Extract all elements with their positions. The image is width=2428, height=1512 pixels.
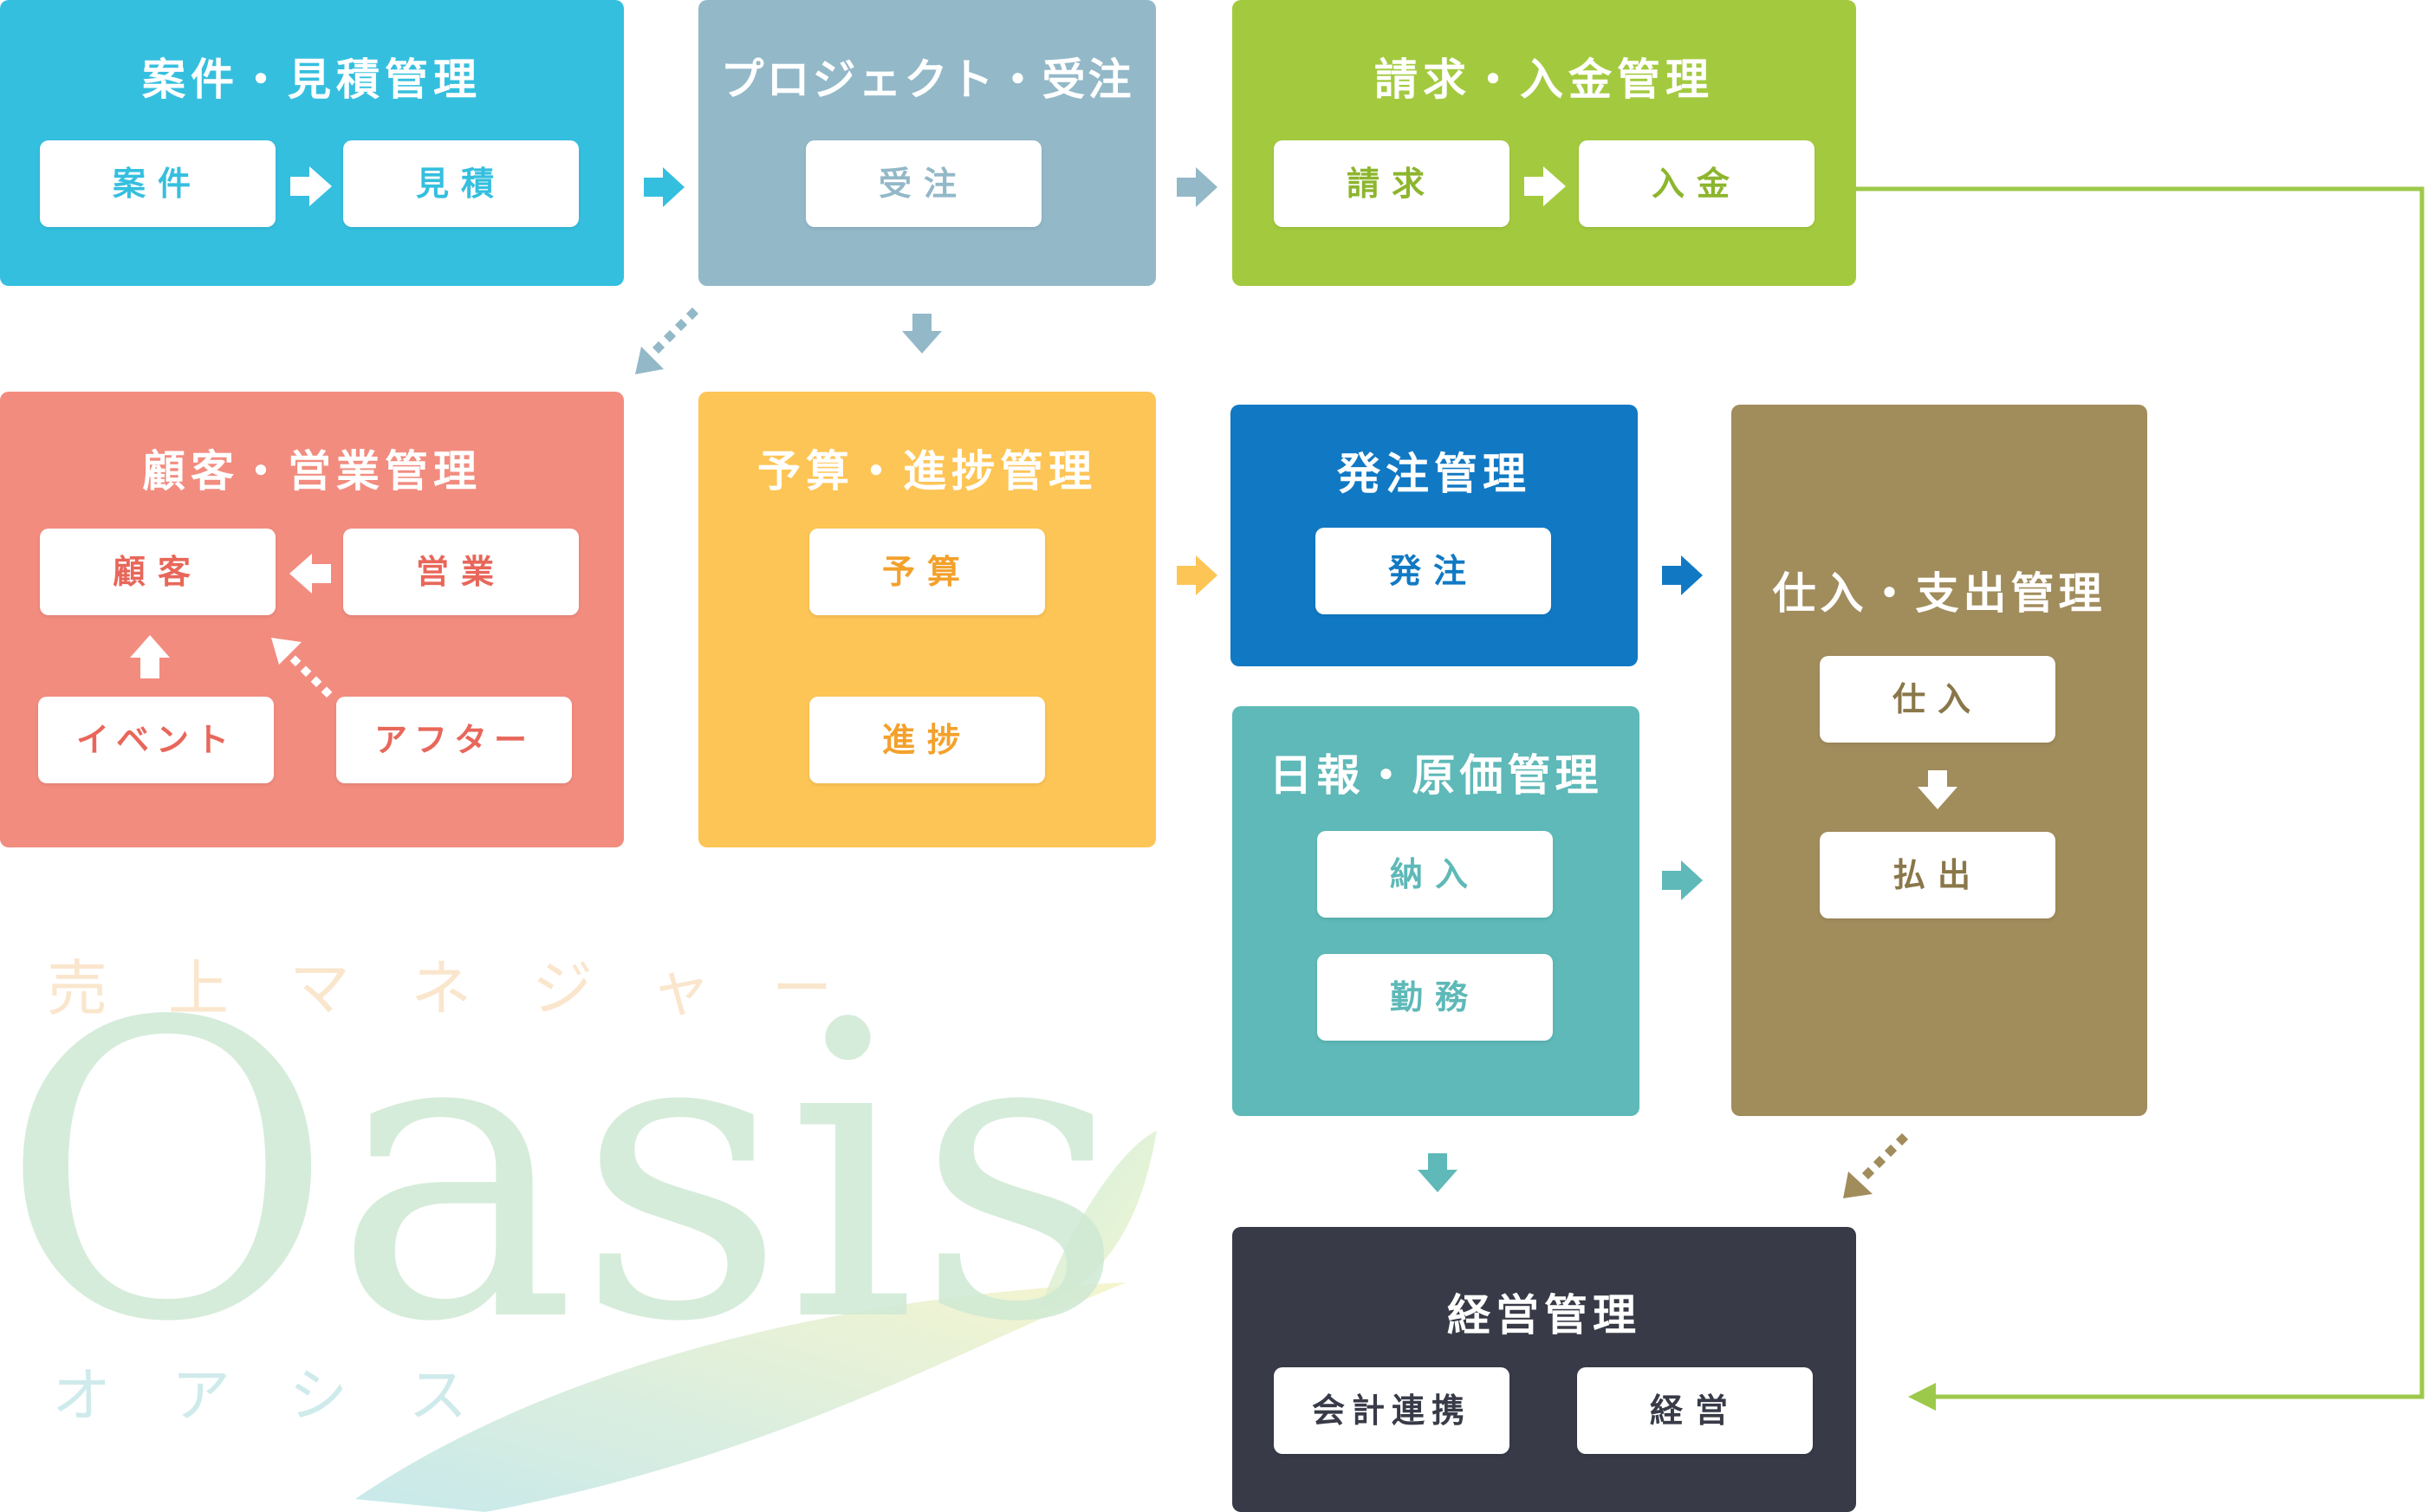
box-keiei-title: 経営管理 — [1447, 1290, 1641, 1340]
logo-tagline: 売上マネジャー — [47, 953, 893, 1024]
pill-shinchoku: 進捗 — [809, 697, 1045, 783]
pill-mitsumori: 見積 — [343, 140, 579, 227]
pill-anken: 案件 — [40, 140, 276, 227]
box-hacchu: 発注管理 発注 — [1230, 405, 1638, 666]
pill-nonyu: 納入 — [1317, 831, 1553, 918]
box-anken: 案件・見積管理 案件 見積 — [0, 0, 624, 286]
box-nippo: 日報・原価管理 納入 勤務 — [1232, 706, 1639, 1116]
pill-nyukin: 入金 — [1579, 140, 1815, 227]
pill-after: アフター — [336, 697, 572, 783]
arrow-project-to-yosan — [902, 314, 942, 354]
pill-keiei: 経営 — [1577, 1367, 1813, 1454]
pill-hacchu: 発注 — [1315, 528, 1551, 614]
arrow-shiire-to-haraidashi — [1918, 770, 1957, 809]
logo-reading: オアシス — [52, 1362, 529, 1431]
box-yosan: 予算・進捗管理 予算 進捗 — [698, 392, 1156, 847]
arrow-after-to-kokyaku — [271, 638, 333, 698]
arrow-anken-to-project — [644, 167, 685, 207]
box-kokyaku-title: 顧客・営業管理 — [142, 446, 482, 496]
pill-yosan: 予算 — [809, 529, 1045, 615]
arrow-project-to-seikyu — [1177, 167, 1217, 207]
arrow-project-to-kokyaku — [635, 307, 699, 374]
pill-haraidashi: 払出 — [1820, 832, 2055, 918]
arrow-shiire-to-keiei — [1843, 1132, 1909, 1198]
arrow-nippo-to-keiei — [1418, 1153, 1457, 1192]
box-shiire: 仕入・支出管理 仕入 払出 — [1731, 405, 2147, 1116]
box-yosan-title: 予算・進捗管理 — [757, 446, 1097, 496]
pill-kokyaku: 顧客 — [40, 529, 276, 615]
box-project: プロジェクト・受注 受注 — [698, 0, 1156, 286]
pill-juchu: 受注 — [806, 140, 1042, 227]
box-kokyaku: 顧客・営業管理 顧客 営業 イベント アフター — [0, 392, 624, 847]
arrow-hacchu-to-shiire — [1662, 555, 1703, 595]
box-shiire-title: 仕入・支出管理 — [1772, 568, 2107, 619]
arrow-yosan-to-hacchu — [1177, 555, 1217, 595]
arrow-anken-to-mitsumori — [290, 166, 332, 206]
arrow-nippo-to-shiire — [1662, 860, 1703, 900]
arrow-event-to-kokyaku — [130, 635, 170, 678]
box-seikyu: 請求・入金管理 請求 入金 — [1232, 0, 1856, 286]
pill-event: イベント — [38, 697, 274, 783]
box-anken-title: 案件・見積管理 — [142, 55, 482, 105]
arrow-seikyu-to-keiei-loop — [1856, 186, 2425, 1411]
box-keiei: 経営管理 会計連携 経営 — [1232, 1227, 1856, 1512]
pill-kaikei-renkei: 会計連携 — [1274, 1367, 1509, 1454]
box-hacchu-title: 発注管理 — [1337, 449, 1531, 499]
arrow-eigyo-to-kokyaku — [289, 554, 331, 594]
pill-eigyo: 営業 — [343, 529, 579, 615]
pill-seikyu: 請求 — [1274, 140, 1509, 227]
logo-name-text: Oasis — [0, 937, 1126, 1411]
pill-kinmu: 勤務 — [1317, 954, 1553, 1041]
box-seikyu-title: 請求・入金管理 — [1374, 55, 1714, 105]
box-project-title: プロジェクト・受注 — [720, 55, 1134, 105]
pill-shiire: 仕入 — [1820, 656, 2055, 743]
box-nippo-title: 日報・原価管理 — [1269, 750, 1603, 801]
arrow-seikyu-to-nyukin — [1524, 166, 1566, 206]
logo-name: Oasis — [0, 970, 1125, 1378]
